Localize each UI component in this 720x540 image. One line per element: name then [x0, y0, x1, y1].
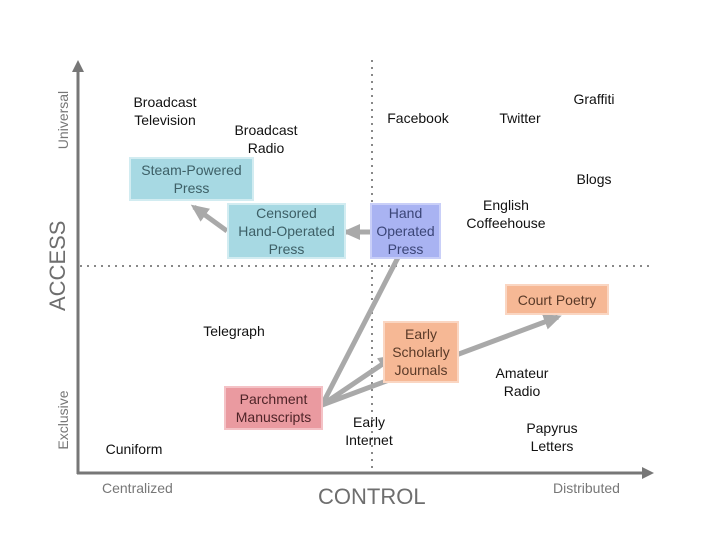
box-steam-powered-press: Steam-Powered Press	[129, 157, 254, 201]
box-parchment-manuscripts: Parchment Manuscripts	[224, 386, 323, 430]
y-axis-title: ACCESS	[45, 220, 70, 311]
label-early-internet: Early Internet	[345, 414, 393, 448]
x-axis-low-label: Centralized	[102, 480, 173, 496]
arrow-parchment-to-hand-press	[319, 236, 410, 407]
label-facebook: Facebook	[387, 110, 449, 126]
label-broadcast-radio: Broadcast Radio	[234, 122, 298, 156]
box-censored-hand-operated-press: Censored Hand-Operated Press	[227, 203, 346, 259]
box-hand-operated-press: Hand Operated Press	[370, 203, 441, 259]
label-broadcast-television: Broadcast Television	[133, 94, 197, 128]
arrow-parchment-to-journals	[320, 354, 397, 408]
box-court-poetry: Court Poetry	[505, 284, 609, 315]
y-axis-low-label: Exclusive	[55, 390, 71, 450]
label-english-coffeehouse: English Coffeehouse	[466, 197, 546, 231]
x-axis-high-label: Distributed	[553, 480, 620, 496]
box-early-scholarly-journals: Early Scholarly Journals	[383, 321, 459, 383]
label-telegraph: Telegraph	[203, 323, 265, 339]
label-cuniform: Cuniform	[105, 441, 163, 457]
arrow-censored-to-steam	[190, 204, 229, 234]
label-amateur-radio: Amateur Radio	[495, 365, 549, 399]
label-blogs: Blogs	[576, 171, 612, 187]
label-twitter: Twitter	[499, 110, 541, 126]
y-axis-high-label: Universal	[55, 90, 71, 150]
label-graffiti: Graffiti	[573, 91, 615, 107]
label-papyrus-letters: Papyrus Letters	[526, 420, 578, 454]
x-axis-title: CONTROL	[318, 484, 426, 509]
